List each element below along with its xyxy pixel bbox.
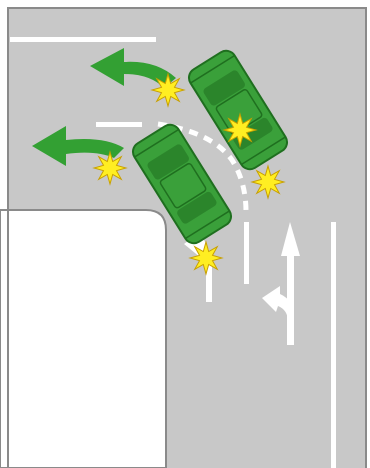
turn-guide-dashes — [157, 121, 249, 213]
lead-car-path-arrow — [90, 48, 176, 88]
right-lane-line — [331, 222, 336, 468]
corner-block — [0, 209, 167, 468]
impact-star-icon — [250, 164, 286, 200]
impact-star-icon — [188, 240, 224, 276]
stop-line-left — [96, 122, 142, 127]
impact-star-icon — [150, 72, 186, 108]
impact-star-icon — [222, 112, 258, 148]
impact-star-icon — [92, 150, 128, 186]
left-turn-lane-arrow — [262, 286, 294, 340]
straight-ahead-arrow — [281, 222, 300, 345]
following-car — [131, 123, 233, 245]
lead-car — [187, 49, 289, 171]
center-line-upper — [244, 222, 249, 284]
following-car-path-arrow — [32, 126, 124, 166]
road-edge — [7, 7, 367, 468]
top-lane-line — [10, 37, 156, 42]
impact-markers — [92, 72, 286, 276]
